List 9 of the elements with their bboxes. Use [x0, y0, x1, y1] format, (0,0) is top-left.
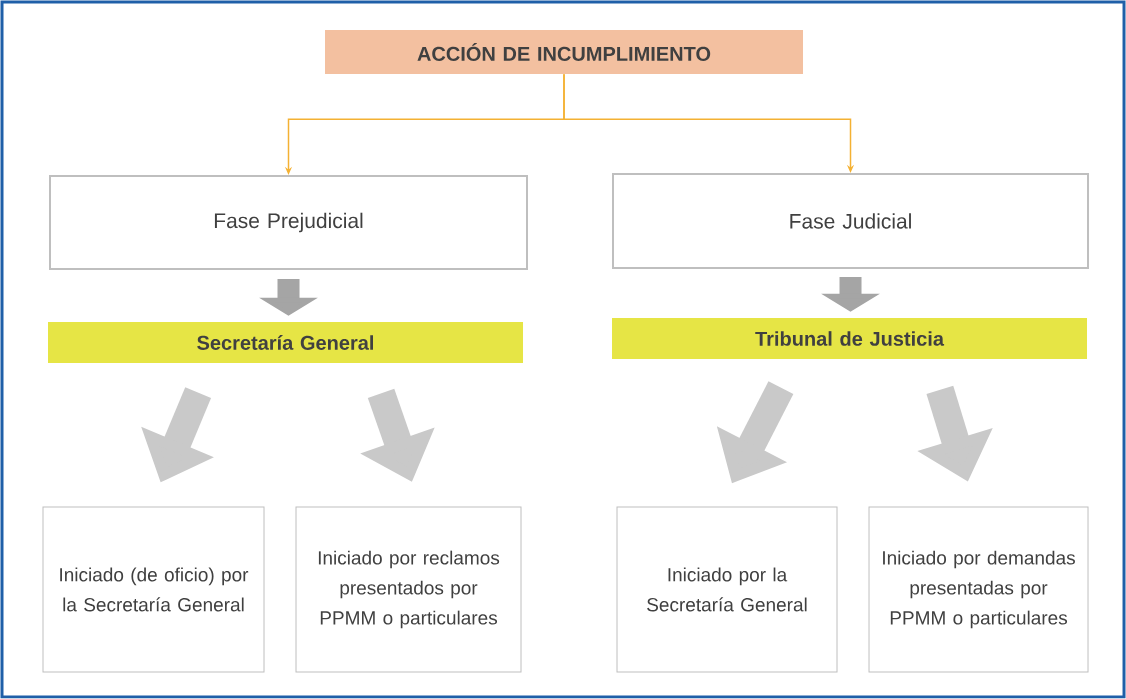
phase-box: Fase Judicial [612, 173, 1089, 269]
banner-box: Tribunal de Justicia [612, 318, 1087, 359]
info-box: Iniciado por reclamos presentados por PPMM o particulares [295, 506, 522, 673]
info-box: Iniciado por la Secretaría General [616, 506, 838, 673]
info-box: Iniciado por demandas presentadas por PPMM o particulares [868, 506, 1089, 673]
banner-box: Secretaría General [48, 322, 523, 363]
phase-box: Fase Prejudicial [49, 175, 528, 270]
info-box: Iniciado (de oficio) por la Secretaría General [42, 506, 265, 673]
title-box: ACCIÓN DE INCUMPLIMIENTO [325, 30, 803, 74]
